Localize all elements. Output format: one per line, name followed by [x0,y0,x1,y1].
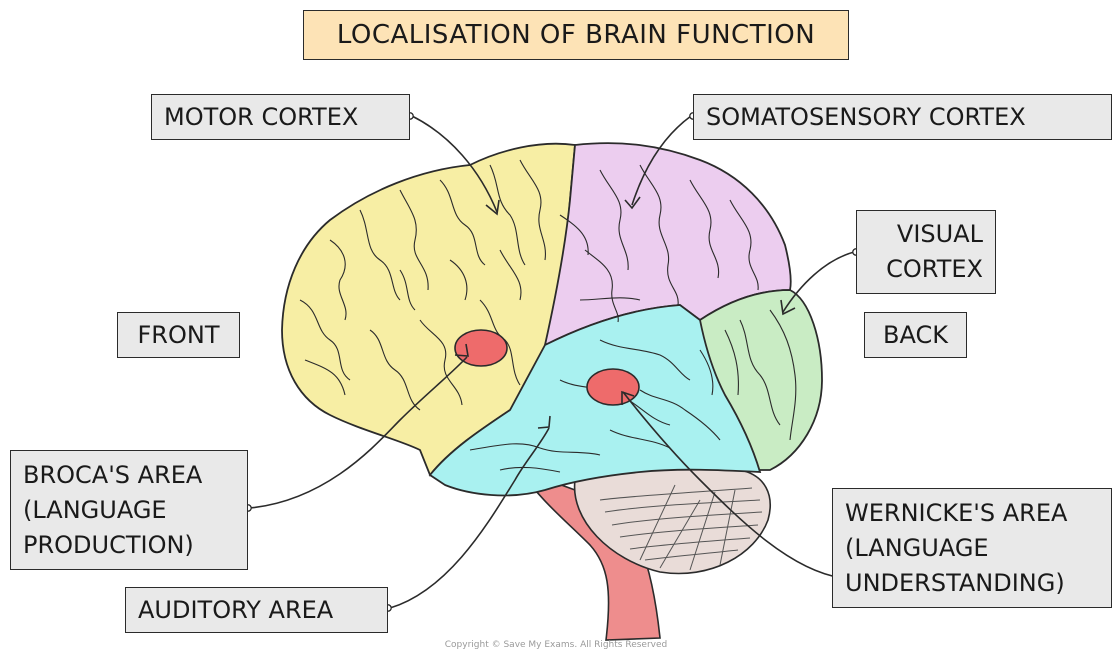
motor-cortex-label: MOTOR CORTEX [151,94,410,140]
back-text: BACK [883,318,948,353]
diagram-title: LOCALISATION OF BRAIN FUNCTION [303,10,849,60]
wernickes-area-line-1: WERNICKE'S AREA [845,496,1099,531]
back-label: BACK [864,312,967,358]
wernickes-area-marker [587,369,639,405]
somatosensory-cortex-label: SOMATOSENSORY CORTEX [693,94,1112,140]
auditory-area-label: AUDITORY AREA [125,587,388,633]
wernickes-area-label: WERNICKE'S AREA (LANGUAGE UNDERSTANDING) [832,488,1112,608]
brocas-area-label: BROCA'S AREA (LANGUAGE PRODUCTION) [10,450,248,570]
visual-cortex-line-2: CORTEX [886,252,983,287]
diagram-title-text: LOCALISATION OF BRAIN FUNCTION [337,20,815,50]
somatosensory-cortex-text: SOMATOSENSORY CORTEX [706,100,1099,135]
wernickes-area-line-3: UNDERSTANDING) [845,566,1099,601]
visual-cortex-line-1: VISUAL [897,217,983,252]
brocas-area-line-3: PRODUCTION) [23,528,235,563]
front-label: FRONT [117,312,240,358]
brocas-area-line-1: BROCA'S AREA [23,458,235,493]
copyright-notice: Copyright © Save My Exams. All Rights Re… [0,640,1112,650]
auditory-area-text: AUDITORY AREA [138,593,375,628]
front-text: FRONT [138,318,220,353]
motor-cortex-text: MOTOR CORTEX [164,100,397,135]
brocas-area-line-2: (LANGUAGE [23,493,235,528]
wernickes-area-line-2: (LANGUAGE [845,531,1099,566]
visual-cortex-label: VISUAL CORTEX [856,210,996,294]
